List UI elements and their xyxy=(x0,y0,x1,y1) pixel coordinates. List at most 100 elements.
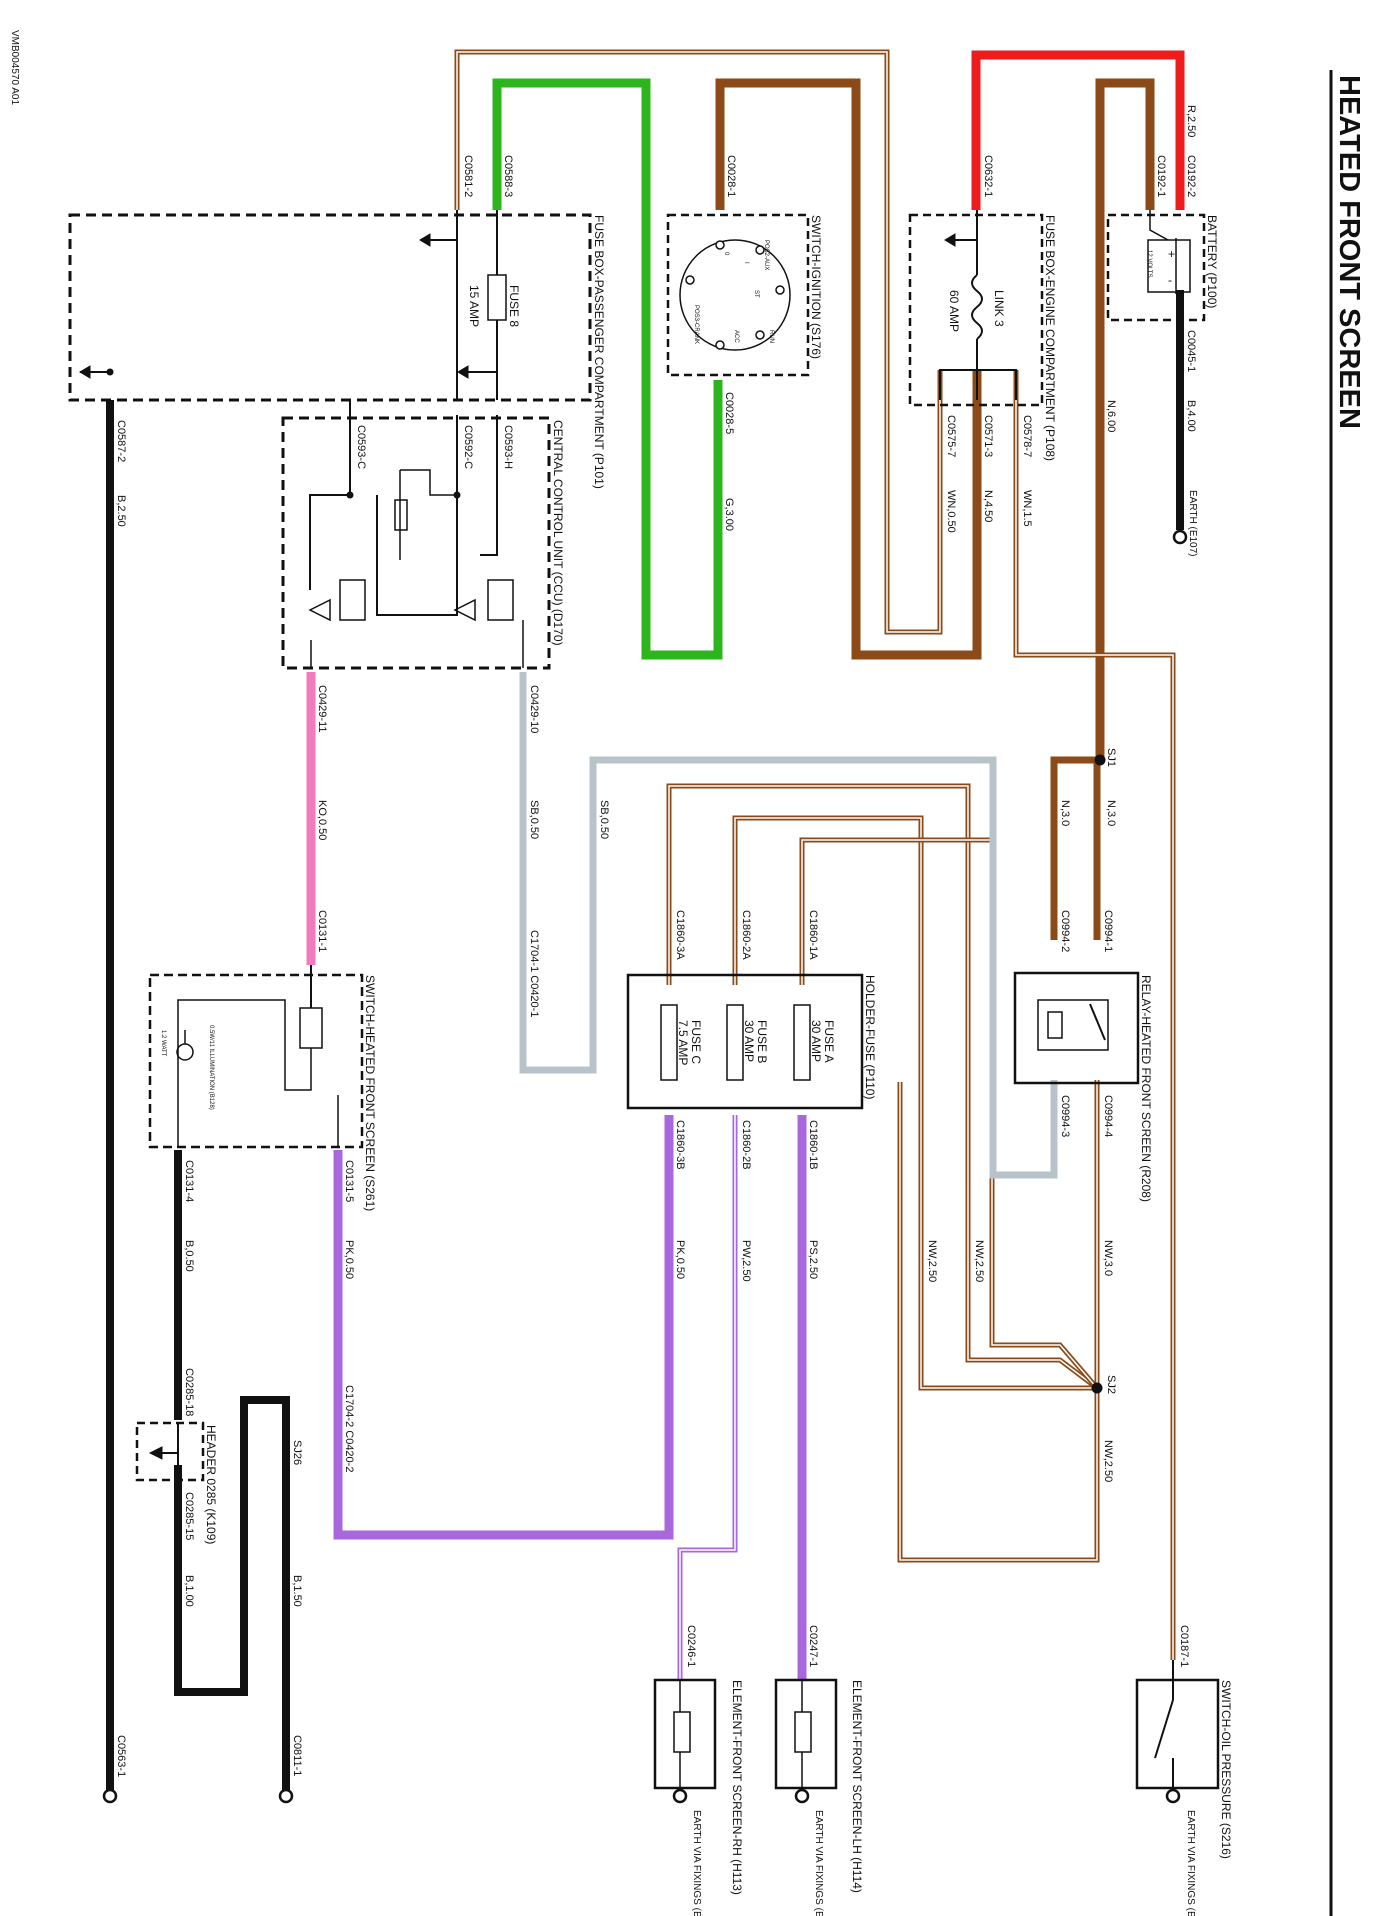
element-lh xyxy=(774,1678,838,1790)
page-title: HEATED FRONT SCREEN xyxy=(1333,75,1365,429)
label-bulb-watts: 1.2 WATT xyxy=(160,1030,166,1057)
fuse-8 xyxy=(487,274,507,321)
label-switch-hfs: SWITCH-HEATED FRONT SCREEN (S261) xyxy=(363,975,377,1211)
label-ccu: CENTRAL CONTROL UNIT (CCU) (D170) xyxy=(551,420,565,646)
label-switch-ignition: SWITCH-IGNITION (S176) xyxy=(809,215,823,359)
conn-c0131-5: C0131-5 xyxy=(343,1160,355,1202)
wire-code-b150: B,1.50 xyxy=(291,1575,303,1607)
wire-brown-ignition xyxy=(715,78,982,660)
switch-hfs xyxy=(148,973,364,1149)
wire-code-wn050: WN,0.50 xyxy=(945,490,957,533)
wire-code-n30b: N,3.0 xyxy=(1105,800,1117,826)
wire-code-nw30: NW,3.0 xyxy=(1102,1240,1114,1276)
conn-c0028-5: C0028-5 xyxy=(723,392,735,434)
conn-c0593-c: C0593-C xyxy=(355,425,367,469)
switch-ignition xyxy=(666,213,810,377)
label-fuse-c: FUSE C xyxy=(689,1020,703,1064)
earth-oil xyxy=(1165,1788,1181,1804)
conn-sj1: SJ1 xyxy=(1105,748,1117,767)
conn-c0588-3: C0588-3 xyxy=(502,155,514,197)
earth-lh xyxy=(794,1788,810,1804)
wire-code-nw250a: NW,2.50 xyxy=(926,1240,938,1282)
label-earth-e107: EARTH (E107) xyxy=(1187,490,1198,557)
conn-c0246-1: C0246-1 xyxy=(685,1625,697,1667)
wire-code-pk050: PK,0.50 xyxy=(674,1240,686,1279)
label-fuse8-rating: 15 AMP xyxy=(467,285,481,327)
switch-oil-pressure xyxy=(1135,1678,1220,1790)
conn-c1860-3b: C1860-3B xyxy=(674,1120,686,1170)
label-fuse-a-rating: 30 AMP xyxy=(809,1020,823,1062)
wire-code-nw250b: NW,2.50 xyxy=(973,1240,985,1282)
splice-sj2 xyxy=(1091,1382,1103,1394)
label-fuse-box-passenger: FUSE BOX-PASSENGER COMPARTMENT (P101) xyxy=(592,215,606,489)
label-earth-lh: EARTH VIA FIXINGS (E110) xyxy=(813,1810,824,1916)
conn-c0429-10: C0429-10 xyxy=(528,685,540,733)
wire-code-n600: N,6.00 xyxy=(1105,400,1117,432)
conn-c1860-3a: C1860-3A xyxy=(674,910,686,960)
conn-c0994-3: C0994-3 xyxy=(1059,1095,1071,1137)
label-ign-st: ST xyxy=(753,290,759,298)
conn-c0285-18: C0285-18 xyxy=(183,1368,195,1416)
conn-c0192-2: C0192-2 xyxy=(1185,155,1197,197)
label-link3: LINK 3 xyxy=(992,290,1006,327)
wire-purple-pw xyxy=(677,1115,738,1680)
label-ign-pos2: POS2-AUX xyxy=(763,240,769,270)
conn-c0578-7: C0578-7 xyxy=(1021,415,1033,457)
wire-purple-pk xyxy=(333,1115,674,1540)
conn-c0028-1: C0028-1 xyxy=(725,155,737,197)
conn-c1860-2b: C1860-2B xyxy=(740,1120,752,1170)
label-ign-run: RUN xyxy=(768,330,774,343)
splice-sj1 xyxy=(1094,754,1106,766)
wire-brown-battery xyxy=(1095,78,1155,760)
conn-c0811-1: C0811-1 xyxy=(291,1735,303,1776)
wire-red xyxy=(971,50,1185,210)
ref-code: VMB004570 A01 xyxy=(9,30,20,105)
conn-c0247-1: C0247-1 xyxy=(807,1625,819,1667)
label-switch-oil: SWITCH-OIL PRESSURE (S216) xyxy=(1219,1680,1233,1859)
wire-code-nw250c: NW,2.50 xyxy=(1102,1440,1114,1482)
wire-code-ps250: PS,2.50 xyxy=(807,1240,819,1279)
conn-c0131-1: C0131-1 xyxy=(316,910,328,952)
label-illum-bulb: 0.5W/11 ILLUMINATION (B128) xyxy=(208,1025,214,1110)
label-fuse8: FUSE 8 xyxy=(507,285,521,327)
wire-code-n30a: N,3.0 xyxy=(1059,800,1071,826)
label-ign-pos1: I xyxy=(743,262,749,264)
conn-c0575-7: C0575-7 xyxy=(945,415,957,457)
label-earth-rh: EARTH VIA FIXINGS (E110) xyxy=(691,1810,702,1916)
conn-c1860-1b: C1860-1B xyxy=(807,1120,819,1170)
label-fuse-c-rating: 7.5 AMP xyxy=(676,1020,690,1065)
label-holder-fuse: HOLDER-FUSE (P110) xyxy=(863,975,877,1099)
conn-c0581-2: C0581-2 xyxy=(462,155,474,197)
wire-code-b100: B,1.00 xyxy=(183,1575,195,1607)
wire-code-b250: B,2.50 xyxy=(115,495,127,527)
conn-c0632-1: C0632-1 xyxy=(982,155,994,197)
link-3 xyxy=(971,274,983,340)
conn-c1860-2a: C1860-2A xyxy=(740,910,752,960)
label-ign-pos0: 0 xyxy=(723,252,729,256)
conn-c0994-2: C0994-2 xyxy=(1059,910,1071,952)
conn-c1860-1a: C1860-1A xyxy=(807,910,819,960)
conn-c0563-1: C0563-1 xyxy=(115,1735,127,1777)
wire-code-pk050b: PK,0.50 xyxy=(343,1240,355,1279)
label-header: HEADER 0285 (K109) xyxy=(204,1425,218,1544)
wire-code-sb050b: SB,0.50 xyxy=(598,800,610,839)
wires xyxy=(106,49,1185,1790)
label-element-rh: ELEMENT-FRONT SCREEN-RH (H113) xyxy=(730,1680,744,1895)
fuse-box-passenger xyxy=(68,213,592,402)
wire-grey xyxy=(519,672,1058,1179)
svg-text:-: - xyxy=(1168,273,1172,287)
conn-c0593-h: C0593-H xyxy=(502,425,514,469)
conn-c0592-c: C0592-C xyxy=(462,425,474,469)
relay xyxy=(1013,971,1140,1085)
wire-code-r250: R,2.50 xyxy=(1185,105,1197,137)
wire-code-b050: B,0.50 xyxy=(183,1240,195,1272)
conn-c0994-4: C0994-4 xyxy=(1102,1095,1114,1137)
conn-c0587-2: C0587-2 xyxy=(115,420,127,462)
conn-c1704-1: C1704-1 C0420-1 xyxy=(528,930,540,1017)
ccu xyxy=(281,416,551,670)
conn-c0192-1: C0192-1 xyxy=(1155,155,1167,197)
label-link3-rating: 60 AMP xyxy=(947,290,961,332)
wire-code-wn15: WN,1.5 xyxy=(1021,490,1033,527)
labels: FUSE BOX-PASSENGER COMPARTMENT (P101) FU… xyxy=(115,105,1233,1916)
wire-brown-relay-sj2 xyxy=(897,1080,1100,1563)
